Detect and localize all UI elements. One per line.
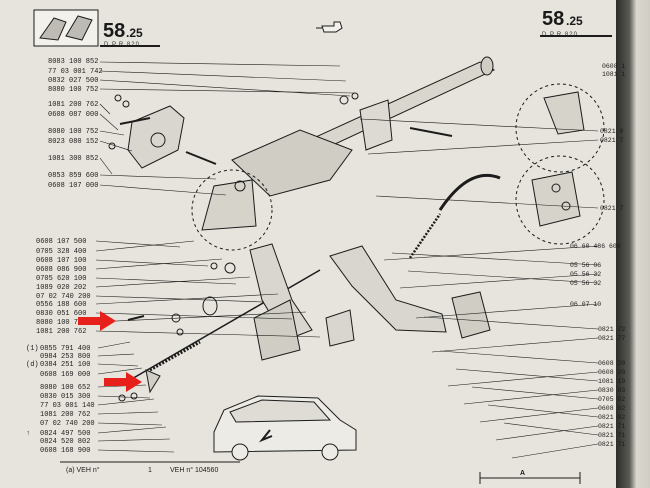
part-number: 0830 051 600 <box>36 310 87 318</box>
part-number: 1081 200 762 <box>40 411 91 419</box>
part-number: 8080 100 752 <box>36 319 87 327</box>
part-number: 1081 200 762 <box>36 328 87 336</box>
part-number-right: 06 60 486 600 <box>570 243 621 250</box>
part-number: 1089 020 202 <box>36 284 87 292</box>
part-number: 0705 328 400 <box>36 248 87 256</box>
part-number: 8083 100 852 <box>48 58 99 66</box>
part-number-right: 0608 02 <box>598 405 626 412</box>
part-number-right: 05 56 06 <box>570 262 602 269</box>
part-number: 0608 169 000 <box>40 371 91 379</box>
part-number: 0853 859 600 <box>48 172 99 180</box>
part-number: 1081 200 762 <box>48 101 99 109</box>
part-number: 8080 100 652 <box>40 384 91 392</box>
part-number: 0824 497 500 <box>40 430 91 438</box>
footnote-vehicle-right: VEH n° 104560 <box>170 467 219 474</box>
part-number: 0832 027 500 <box>48 77 99 85</box>
part-number: 0608 168 900 <box>40 447 91 455</box>
part-number: 77 03 001 742 <box>48 68 103 76</box>
part-number: 0705 620 100 <box>36 275 87 283</box>
footnote-number: 1 <box>148 467 152 474</box>
part-prefix: (d) <box>26 361 39 369</box>
part-number: 0608 087 000 <box>48 111 99 119</box>
part-number: 8023 080 152 <box>48 138 99 146</box>
car-illustration-icon <box>213 395 357 461</box>
part-number: 0608 107 000 <box>48 182 99 190</box>
part-number: 0855 791 400 <box>40 345 91 353</box>
book-gutter <box>616 0 650 488</box>
part-number: 07 02 740 200 <box>40 420 95 428</box>
part-number-right: 0830 03 <box>598 387 626 394</box>
page-number-right: 58 <box>542 8 565 30</box>
part-number-right: 0821 71 <box>598 441 626 448</box>
page-subnumber-right: .25 <box>566 14 583 28</box>
part-number-right: 0821 72 <box>598 326 626 333</box>
part-number-right: 0608 20 <box>598 360 626 367</box>
part-number-right: 0821 7 <box>600 205 624 212</box>
dimension-label: A <box>520 470 526 477</box>
red-arrow-upper <box>78 311 116 331</box>
part-number-right: 1081 19 <box>598 378 626 385</box>
part-number: 77 03 001 140 <box>40 402 95 410</box>
part-number-right: 0608 1 <box>602 63 626 70</box>
part-number-right: 0821 02 <box>598 414 626 421</box>
red-arrow-lower <box>104 372 142 392</box>
part-prefix: (1) <box>26 345 39 353</box>
pointing-hand-icon <box>316 21 343 33</box>
page-number-left: 58 <box>103 20 126 42</box>
part-number-right: 05 56 32 <box>570 271 602 278</box>
part-number-right: 0705 02 <box>598 396 626 403</box>
part-number-right: 0608 20 <box>598 369 626 376</box>
part-number: 0556 188 600 <box>36 301 87 309</box>
part-number: 0984 253 800 <box>40 353 91 361</box>
part-number-right: 05 56 32 <box>570 280 602 287</box>
part-number: 07 02 740 200 <box>36 293 91 301</box>
part-number: 8080 100 752 <box>48 86 99 94</box>
page-subnumber-left: .25 <box>126 26 143 40</box>
part-number: 1081 300 852 <box>48 155 99 163</box>
part-number: 0824 520 802 <box>40 438 91 446</box>
part-number-right: 0821 0 <box>600 128 624 135</box>
part-number: 0608 086 900 <box>36 266 87 274</box>
part-number-right: 06 07 10 <box>570 301 602 308</box>
part-number: 0384 251 100 <box>40 361 91 369</box>
part-number: 8080 100 752 <box>48 128 99 136</box>
part-number-right: 0821 71 <box>598 423 626 430</box>
part-number: 0608 107 100 <box>36 257 87 265</box>
part-number-right: 0821 7 <box>600 137 624 144</box>
footnote-vehicle-left: (a) VEH n° <box>66 467 100 474</box>
part-number-right: 1081 1 <box>602 71 626 78</box>
part-prefix: ↑ <box>26 430 31 438</box>
part-number-right: 0821 77 <box>598 335 626 342</box>
part-number: 0608 107 500 <box>36 238 87 246</box>
part-number: 0830 015 300 <box>40 393 91 401</box>
part-number-right: 0821 71 <box>598 432 626 439</box>
